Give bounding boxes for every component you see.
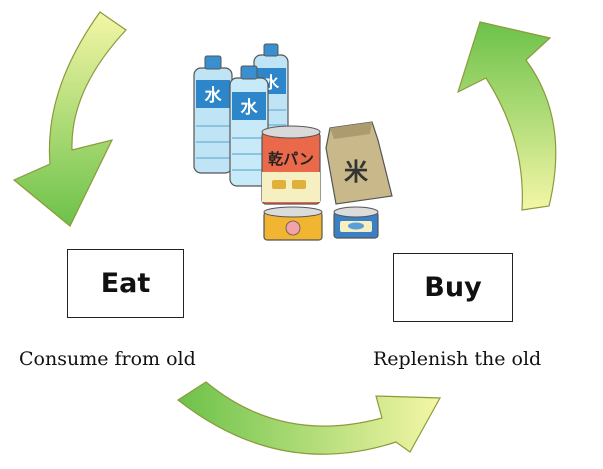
buy-label: Buy xyxy=(424,272,482,303)
water-bottle-icon: 水 xyxy=(193,55,233,174)
cycle-arrow-icon-bottom xyxy=(176,381,442,455)
canned-bread-icon: 乾パン xyxy=(261,125,321,205)
rice-bag-icon: 米 xyxy=(325,121,393,205)
water-bottle-icon: 水 xyxy=(229,65,269,187)
canned-pork-icon xyxy=(263,206,323,241)
rice-bag-label: 米 xyxy=(344,158,368,186)
eat-box: Eat xyxy=(67,249,184,318)
emergency-supplies-illustration: 水 水 水 xyxy=(193,43,393,241)
replenish-caption: Replenish the old xyxy=(373,348,542,370)
water-bottle-label: 水 xyxy=(205,85,223,106)
cycle-arrow-icon-top-left xyxy=(12,11,127,227)
water-bottle-label: 水 xyxy=(241,97,259,118)
canned-fish-icon xyxy=(333,206,379,239)
buy-box: Buy xyxy=(393,253,513,322)
cycle-arrow-icon-top-right xyxy=(457,21,557,211)
consume-caption: Consume from old xyxy=(19,348,196,370)
canned-bread-label: 乾パン xyxy=(268,150,314,168)
eat-label: Eat xyxy=(100,268,151,299)
